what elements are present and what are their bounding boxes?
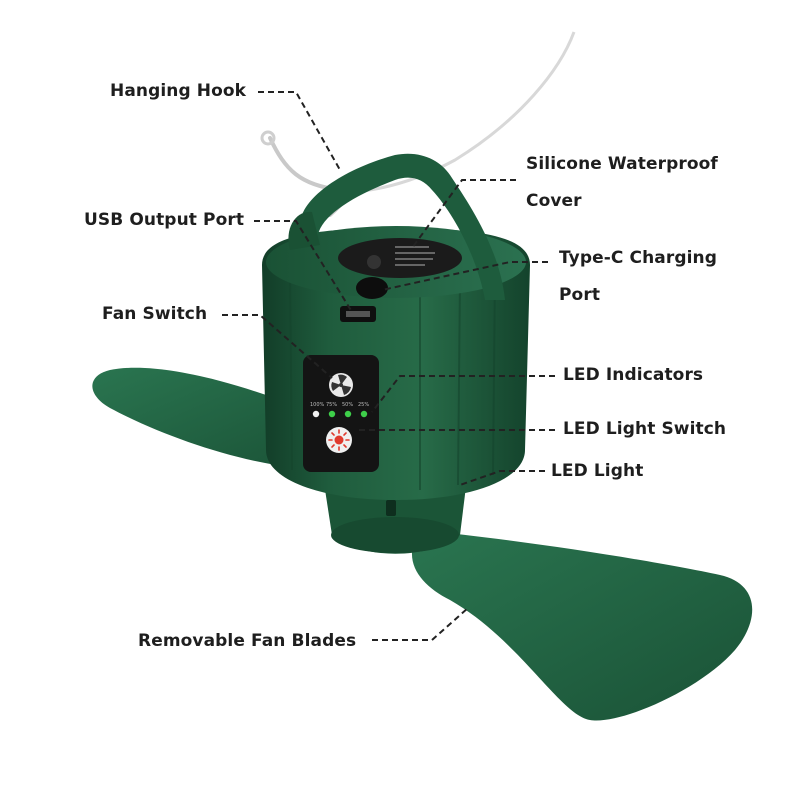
- indicator-label-0: 100%: [310, 402, 325, 408]
- label-silicone-line-2: Cover: [526, 191, 582, 211]
- fan-blade-right: [411, 530, 753, 721]
- label-silicone-waterproof-cover: Silicone Waterproof Cover: [526, 146, 718, 220]
- body-ribs: [289, 271, 496, 490]
- callout-line-type-c: [381, 261, 548, 291]
- callout-line-led-indicators: [371, 375, 555, 413]
- fan-icon: [329, 373, 353, 397]
- callout-line-hanging-hook: [258, 91, 341, 171]
- type-c-port: [356, 277, 388, 299]
- callout-line-silicone: [411, 179, 516, 249]
- callout-line-fan-switch: [222, 314, 333, 379]
- label-removable-fan-blades: Removable Fan Blades: [138, 631, 357, 651]
- cover-text: [395, 246, 435, 266]
- label-type-c-charging-port: Type-C Charging Port: [559, 240, 717, 314]
- label-type-c-line-2: Port: [559, 285, 601, 305]
- callout-line-fan-blades: [372, 607, 469, 641]
- sun-icon: [326, 427, 352, 453]
- control-panel: [303, 355, 379, 472]
- led-indicator-25: [360, 410, 368, 418]
- hub-switch: [386, 500, 396, 516]
- led-indicator-labels: 100% 75% 50% 25%: [310, 402, 369, 408]
- label-usb-output-port: USB Output Port: [84, 210, 245, 230]
- hanging-handle: [300, 153, 505, 300]
- hook-tip: [260, 130, 276, 146]
- label-led-light-switch: LED Light Switch: [563, 419, 727, 439]
- label-silicone-line-1: Silicone Waterproof: [526, 154, 718, 174]
- indicator-label-3: 25%: [358, 402, 369, 408]
- callout-line-usb: [254, 220, 353, 313]
- callout-line-led-light: [459, 470, 545, 486]
- label-type-c-line-1: Type-C Charging: [559, 248, 718, 268]
- led-indicator-100: [312, 410, 320, 418]
- callout-lines: [222, 91, 555, 641]
- label-fan-switch: Fan Switch: [102, 304, 208, 324]
- label-led-light: LED Light: [551, 461, 644, 481]
- led-indicator-75: [328, 410, 336, 418]
- label-hanging-hook: Hanging Hook: [110, 81, 247, 101]
- indicator-label-1: 75%: [326, 402, 337, 408]
- label-led-indicators: LED Indicators: [563, 365, 704, 385]
- led-indicator-50: [344, 410, 352, 418]
- indicator-label-2: 50%: [342, 402, 353, 408]
